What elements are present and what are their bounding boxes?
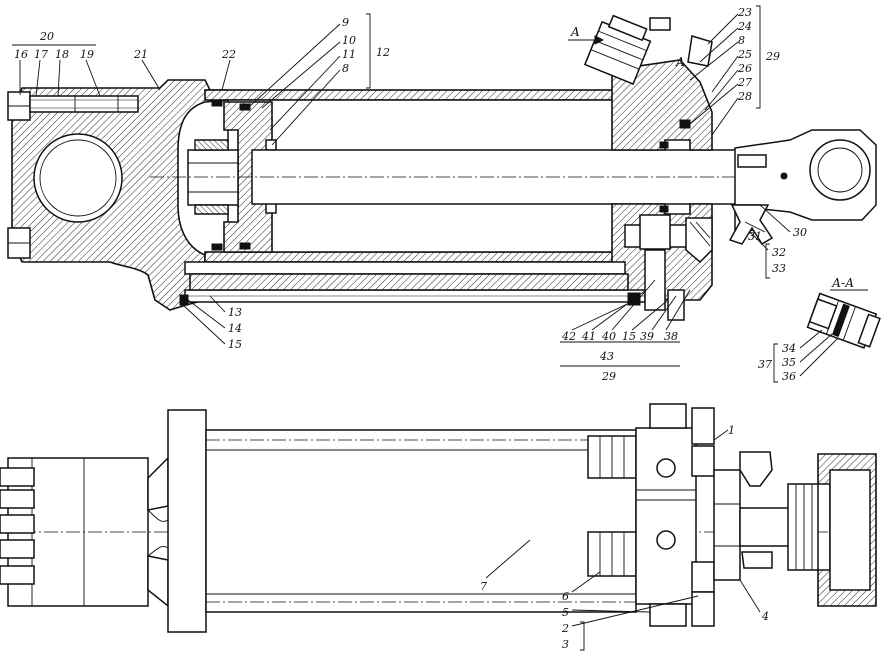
label-section-a-right: A (675, 55, 685, 69)
label-15-left: 15 (228, 338, 242, 351)
label-31: 31 (748, 230, 762, 243)
label-32: 32 (772, 246, 786, 259)
section-aa-detail (806, 292, 881, 349)
label-21: 21 (133, 48, 148, 61)
label-22: 22 (221, 48, 236, 61)
cylinder-barrel-top (204, 89, 626, 101)
label-37: 37 (758, 358, 772, 371)
label-6: 6 (562, 590, 569, 603)
label-1: 1 (728, 424, 735, 437)
label-8-right: 8 (738, 34, 745, 47)
label-23: 23 (737, 6, 752, 19)
fitting-bottom (587, 531, 637, 577)
label-29-top: 29 (765, 50, 780, 63)
label-15-right: 15 (622, 330, 636, 343)
piston-nut (187, 149, 239, 206)
label-section-a-left: A (570, 25, 580, 39)
label-9: 9 (342, 16, 349, 29)
label-7: 7 (480, 580, 487, 593)
eye-bore (33, 133, 123, 223)
front-block (635, 427, 697, 605)
label-39: 39 (640, 330, 654, 343)
label-36: 36 (782, 370, 796, 383)
label-16: 16 (14, 48, 28, 61)
label-40: 40 (601, 330, 616, 343)
label-3: 3 (562, 638, 569, 651)
label-27: 27 (737, 76, 752, 89)
label-13: 13 (228, 306, 242, 319)
label-section-aa-title: А-А (831, 276, 854, 290)
fitting-top (587, 435, 637, 479)
label-29-bottom: 29 (601, 370, 616, 383)
label-8-left: 8 (342, 62, 349, 75)
rear-flange (167, 409, 207, 633)
label-30: 30 (793, 226, 807, 239)
port-fitting (583, 14, 652, 85)
label-19: 19 (80, 48, 94, 61)
label-43: 43 (599, 350, 614, 363)
cylinder-barrel-bottom (204, 251, 626, 263)
label-35: 35 (782, 356, 796, 369)
tie-rod-lower (184, 261, 626, 275)
part-labels: 20 16 17 18 19 21 22 9 10 11 8 12 A A 23… (14, 6, 854, 651)
rod-exterior (739, 507, 791, 547)
label-41: 41 (581, 330, 596, 343)
label-5: 5 (562, 606, 569, 619)
label-33: 33 (772, 262, 786, 275)
label-38: 38 (664, 330, 678, 343)
label-11: 11 (342, 48, 356, 61)
label-20: 20 (39, 30, 54, 43)
label-26: 26 (737, 62, 752, 75)
label-28: 28 (737, 90, 752, 103)
sectional-view (7, 14, 877, 321)
label-42: 42 (561, 330, 576, 343)
label-14: 14 (228, 322, 242, 335)
label-18: 18 (55, 48, 69, 61)
label-12: 12 (376, 46, 390, 59)
barrel-exterior (205, 429, 637, 613)
label-25: 25 (737, 48, 752, 61)
label-4: 4 (761, 610, 769, 623)
label-17: 17 (34, 48, 48, 61)
leader-lines (12, 5, 839, 651)
label-10: 10 (342, 34, 356, 47)
label-24: 24 (737, 20, 752, 33)
label-2: 2 (561, 622, 569, 635)
label-34: 34 (782, 342, 796, 355)
exterior-view (0, 403, 880, 633)
